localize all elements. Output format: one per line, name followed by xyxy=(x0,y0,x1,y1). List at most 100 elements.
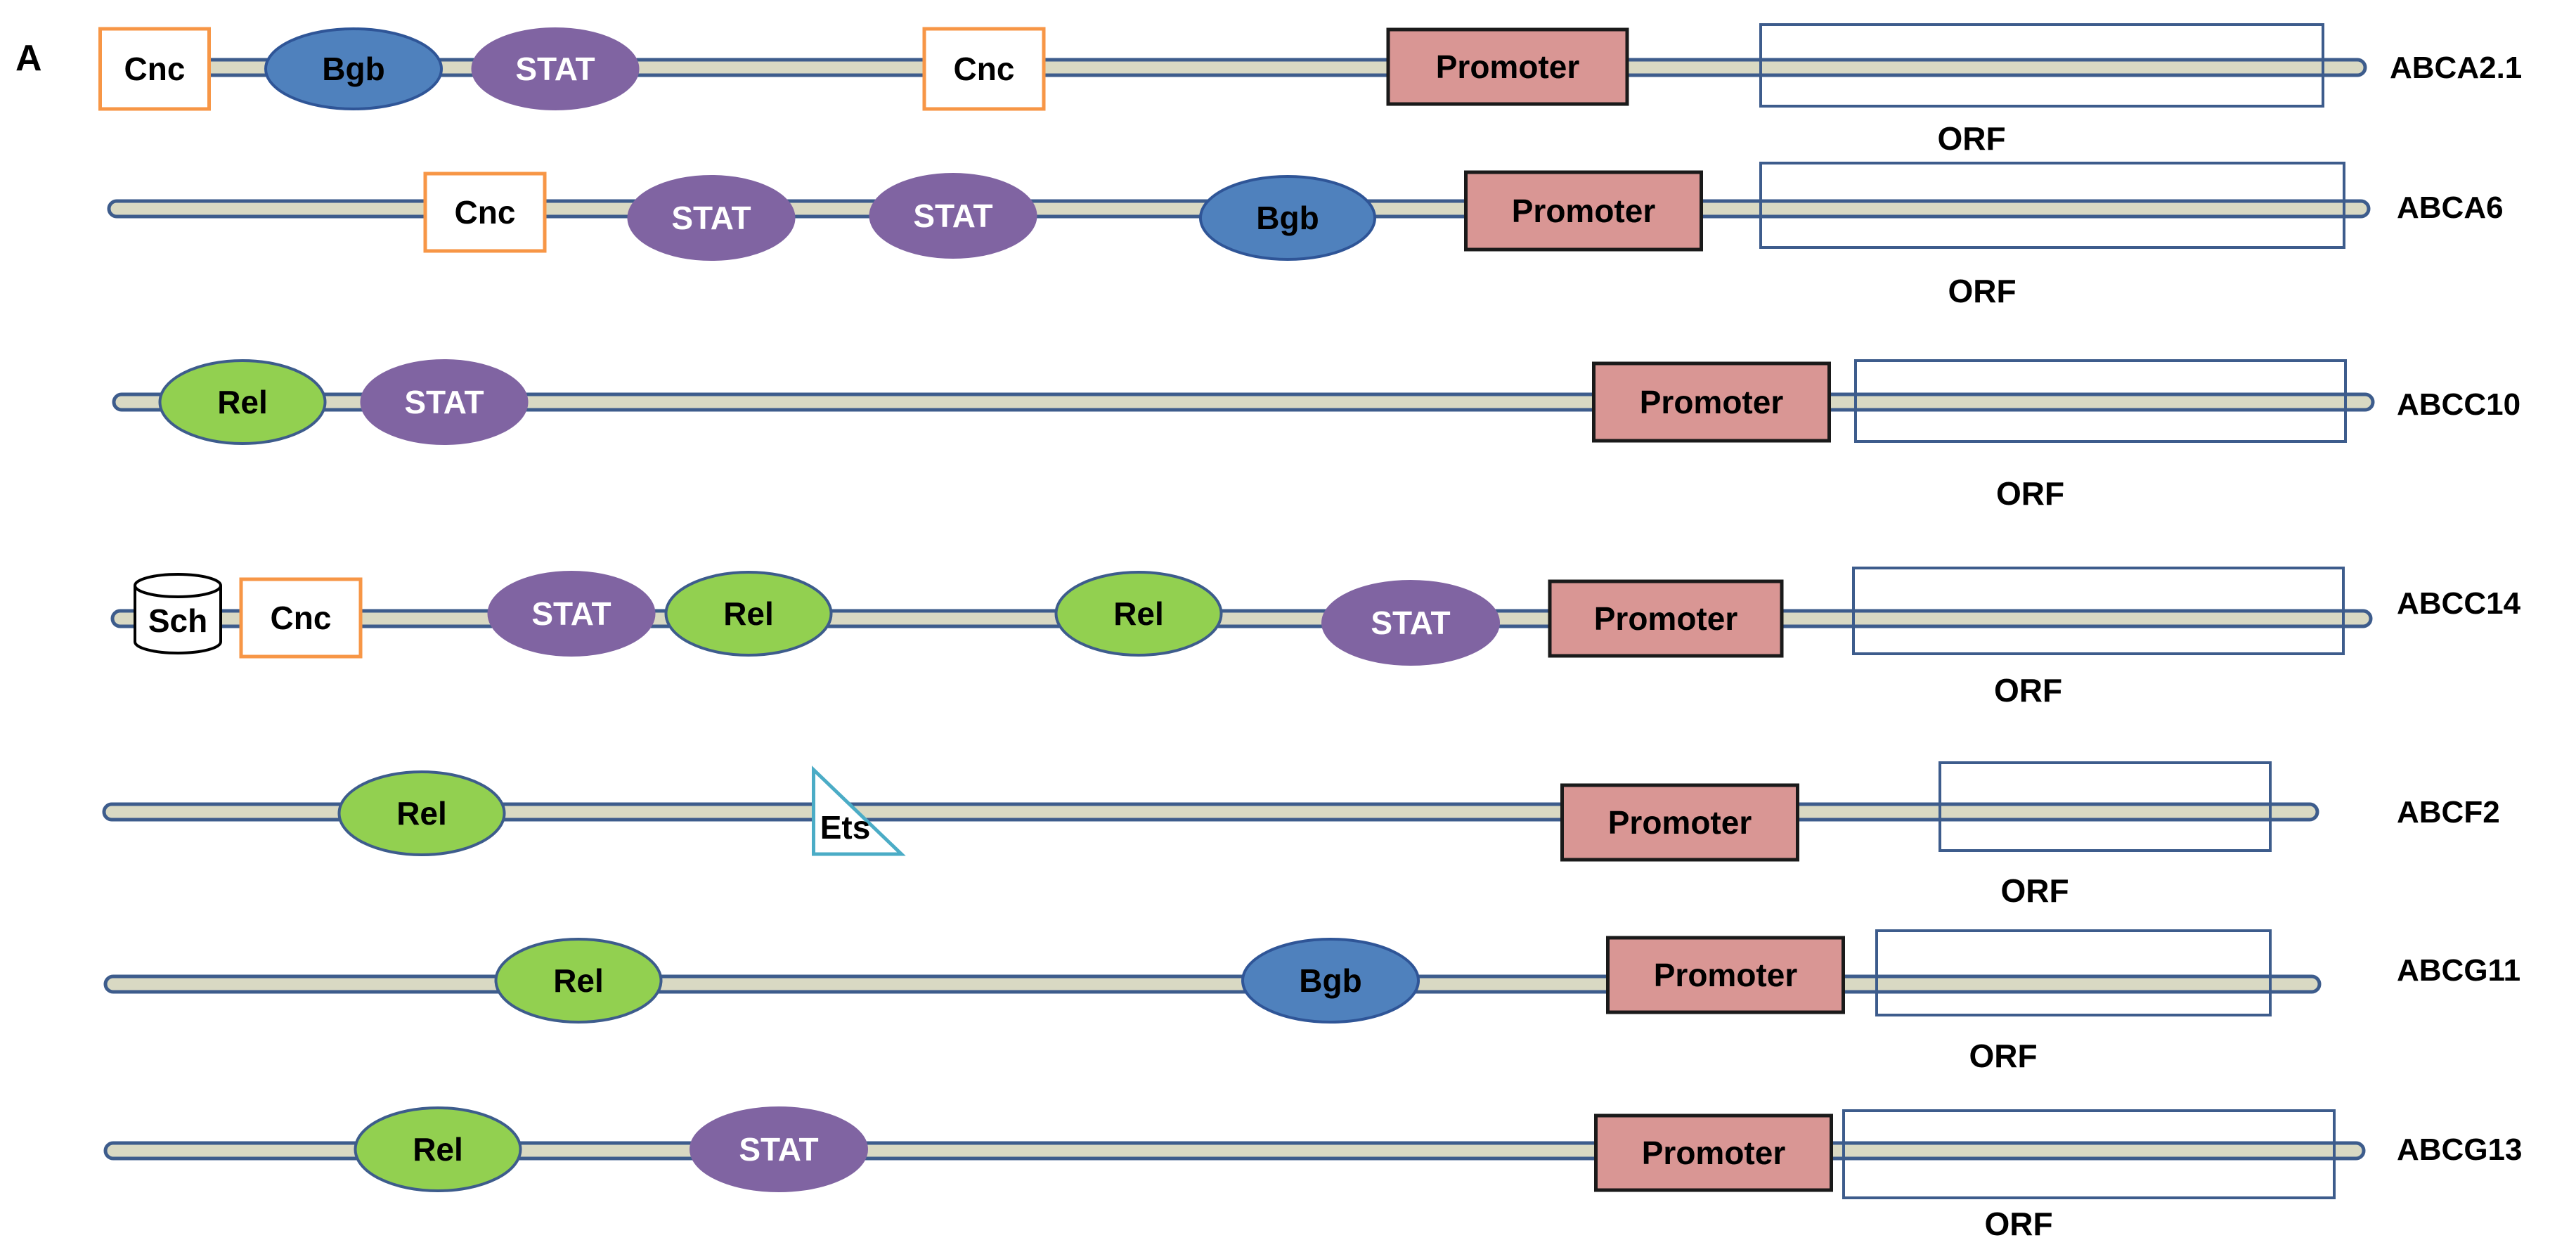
cnc-box-shape xyxy=(423,172,547,253)
stat-ellipse-label: STAT xyxy=(913,198,992,234)
rel-ellipse-shape xyxy=(1054,571,1223,657)
rel-ellipse-label: Rel xyxy=(413,1131,463,1168)
bgb-ellipse: Bgb xyxy=(1241,938,1420,1024)
gene-row-abca6: ORF Cnc STAT STAT Bgb Promoter ABCA6 xyxy=(107,162,2504,309)
orf-label: ORF xyxy=(1937,120,2005,157)
stat-ellipse-shape xyxy=(690,1106,868,1192)
promoter-box-shape xyxy=(1560,783,1799,862)
gene-name: ABCA6 xyxy=(2397,191,2504,225)
stat-ellipse-shape xyxy=(360,359,529,445)
cnc-box-label: Cnc xyxy=(455,194,516,231)
rel-ellipse: Rel xyxy=(337,770,506,856)
gene-name: ABCG13 xyxy=(2397,1132,2523,1167)
rel-ellipse-shape xyxy=(494,938,663,1024)
ets-triangle: Ets xyxy=(812,766,906,856)
promoter-box-shape xyxy=(1548,579,1784,658)
stat-ellipse-label: STAT xyxy=(404,384,484,420)
rel-ellipse-label: Rel xyxy=(396,795,447,832)
bgb-ellipse-label: Bgb xyxy=(1299,962,1361,999)
stat-ellipse-shape xyxy=(487,571,656,657)
promoter-box: Promoter xyxy=(1594,1113,1833,1192)
promoter-box-shape xyxy=(1386,27,1629,106)
gene-name: ABCC10 xyxy=(2397,387,2520,422)
promoter-box-label: Promoter xyxy=(1640,384,1784,420)
promoter-box-label: Promoter xyxy=(1608,804,1752,841)
orf-label: ORF xyxy=(1994,672,2062,709)
cnc-box-shape xyxy=(922,27,1046,111)
orf-label: ORF xyxy=(1984,1206,2052,1242)
rel-ellipse-label: Rel xyxy=(553,962,604,999)
stat-ellipse-label: STAT xyxy=(739,1131,818,1168)
stat-ellipse: STAT xyxy=(627,175,796,261)
stat-ellipse-label: STAT xyxy=(515,51,595,87)
stat-ellipse-shape xyxy=(869,173,1037,259)
promoter-box: Promoter xyxy=(1560,783,1799,862)
gene-row-abcg13: ORF Rel STAT Promoter ABCG13 xyxy=(103,1106,2523,1242)
cnc-box: Cnc xyxy=(922,27,1046,111)
ets-triangle-shape xyxy=(812,766,906,856)
bgb-ellipse-shape xyxy=(1199,175,1376,261)
orf-box xyxy=(1852,567,2345,655)
promoter-box: Promoter xyxy=(1464,170,1703,252)
dna-line xyxy=(103,974,2322,994)
orf-label: ORF xyxy=(1948,273,2016,309)
sch-cylinder: Sch xyxy=(134,573,222,654)
stat-ellipse-shape xyxy=(1321,580,1500,666)
rel-ellipse: Rel xyxy=(1054,571,1223,657)
promoter-box-label: Promoter xyxy=(1642,1135,1786,1171)
dna-line xyxy=(110,609,2373,628)
rel-ellipse: Rel xyxy=(354,1106,522,1192)
orf-box xyxy=(1759,23,2324,108)
rel-ellipse-shape xyxy=(337,770,506,856)
promoter-box-shape xyxy=(1464,170,1703,252)
stat-ellipse: STAT xyxy=(869,173,1037,259)
cnc-box-label: Cnc xyxy=(954,51,1015,87)
stat-ellipse-shape xyxy=(627,175,796,261)
orf-box xyxy=(1854,359,2347,443)
cnc-box: Cnc xyxy=(239,577,363,659)
orf-box xyxy=(1759,162,2345,249)
rel-ellipse: Rel xyxy=(664,571,833,657)
gene-row-abcc10: ORF Rel STAT Promoter ABCC10 xyxy=(112,359,2520,512)
panel-label: A xyxy=(15,38,42,79)
orf-box xyxy=(1939,761,2272,852)
dna-line xyxy=(103,58,2367,77)
rel-ellipse: Rel xyxy=(494,938,663,1024)
rel-ellipse-label: Rel xyxy=(1113,595,1164,632)
bgb-ellipse: Bgb xyxy=(1199,175,1376,261)
promoter-box: Promoter xyxy=(1606,936,1845,1014)
cnc-box-shape xyxy=(239,577,363,659)
stat-ellipse-label: STAT xyxy=(1371,605,1450,641)
promoter-box-label: Promoter xyxy=(1512,193,1656,229)
promoter-box-label: Promoter xyxy=(1594,600,1738,637)
bgb-ellipse-label: Bgb xyxy=(322,51,384,87)
stat-ellipse: STAT xyxy=(1321,580,1500,666)
bgb-ellipse-shape xyxy=(264,27,443,110)
stat-ellipse: STAT xyxy=(487,571,656,657)
bgb-ellipse-shape xyxy=(1241,938,1420,1024)
gene-name: ABCC14 xyxy=(2397,586,2521,621)
promoter-box-shape xyxy=(1592,361,1831,443)
rel-ellipse-label: Rel xyxy=(217,384,268,420)
promoter-box-label: Promoter xyxy=(1436,49,1580,85)
cnc-box: Cnc xyxy=(423,172,547,253)
gene-name: ABCF2 xyxy=(2397,795,2500,829)
orf-label: ORF xyxy=(1996,475,2064,512)
ets-triangle-label: Ets xyxy=(820,809,871,846)
rel-ellipse-shape xyxy=(158,359,327,445)
stat-ellipse: STAT xyxy=(360,359,529,445)
rel-ellipse-shape xyxy=(664,571,833,657)
promoter-box-shape xyxy=(1594,1113,1833,1192)
promoter-box: Promoter xyxy=(1592,361,1831,443)
gene-name: ABCA2.1 xyxy=(2390,51,2522,85)
stat-ellipse-label: STAT xyxy=(671,200,751,236)
rel-ellipse: Rel xyxy=(158,359,327,445)
orf-box xyxy=(1875,929,2272,1016)
rel-ellipse-shape xyxy=(354,1106,522,1192)
